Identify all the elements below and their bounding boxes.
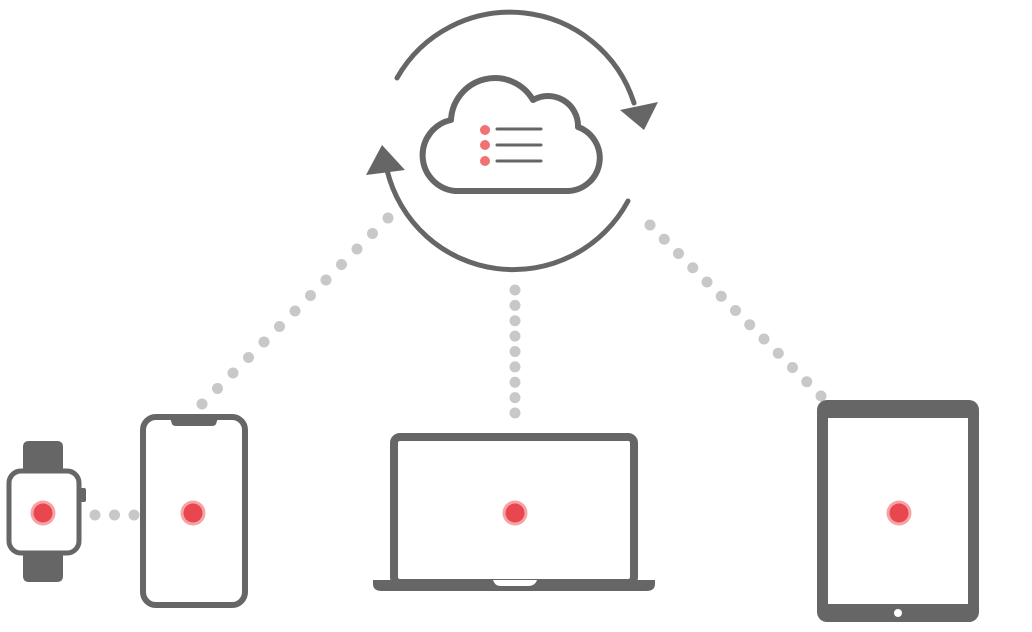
connector-dot-phone-cloud bbox=[382, 212, 394, 224]
connector-dot-tablet-cloud bbox=[815, 390, 827, 402]
connector-dot-laptop-cloud bbox=[509, 346, 521, 357]
connector-dot-tablet-cloud bbox=[772, 347, 784, 359]
connector-dot-tablet-cloud bbox=[744, 319, 756, 331]
connector-dot-phone-cloud bbox=[227, 367, 239, 379]
connector-dot-watch-phone bbox=[128, 509, 140, 521]
connectors bbox=[89, 212, 827, 521]
connector-dot-laptop-cloud bbox=[509, 330, 521, 342]
connector-dot-phone-cloud bbox=[289, 305, 301, 317]
connector-dot-phone-cloud bbox=[196, 398, 208, 410]
sync-arrow-top bbox=[394, 9, 637, 106]
connector-dot-tablet-cloud bbox=[701, 276, 713, 288]
connector-dot-tablet-cloud bbox=[730, 305, 741, 316]
connector-dot-laptop-cloud bbox=[509, 299, 521, 311]
connector-dot-tablet-cloud bbox=[644, 219, 656, 231]
connector-dot-phone-cloud bbox=[351, 243, 363, 255]
connector-dot-tablet-cloud bbox=[715, 290, 727, 302]
connector-dot-phone-cloud bbox=[243, 352, 254, 363]
cloud-icon bbox=[419, 75, 603, 194]
phone-status-indicator bbox=[180, 500, 206, 526]
connector-dot-phone-cloud bbox=[367, 228, 378, 239]
connector-dot-laptop-cloud bbox=[509, 376, 521, 388]
connector-dot-tablet-cloud bbox=[801, 376, 813, 388]
watch-status-indicator bbox=[30, 500, 56, 526]
connector-dot-laptop-cloud bbox=[509, 392, 521, 404]
connector-dot-laptop-cloud bbox=[509, 361, 521, 373]
laptop-status-indicator bbox=[502, 500, 528, 526]
connector-dot-phone-cloud bbox=[258, 336, 270, 348]
connector-dot-phone-cloud bbox=[212, 383, 223, 394]
connector-dot-laptop-cloud bbox=[509, 315, 521, 327]
cloud-list-icon bbox=[480, 125, 543, 166]
home-button-icon bbox=[894, 609, 902, 617]
arrowhead-right-icon bbox=[620, 102, 658, 130]
connector-dot-tablet-cloud bbox=[658, 233, 670, 245]
connector-dot-phone-cloud bbox=[274, 321, 285, 332]
indicators bbox=[30, 500, 912, 526]
connector-dot-phone-cloud bbox=[336, 259, 347, 270]
connector-dot-tablet-cloud bbox=[758, 333, 770, 345]
connector-dot-tablet-cloud bbox=[687, 262, 699, 274]
connector-dot-tablet-cloud bbox=[673, 248, 684, 259]
arrowhead-left-icon bbox=[366, 145, 405, 175]
connector-dot-laptop-cloud bbox=[509, 407, 521, 419]
connector-dot-watch-phone bbox=[89, 509, 101, 521]
sync-arrow-bottom bbox=[384, 167, 631, 273]
tablet-status-indicator bbox=[886, 500, 912, 526]
connector-dot-tablet-cloud bbox=[787, 362, 798, 373]
sync-arrows-icon bbox=[384, 9, 637, 273]
connector-dot-watch-phone bbox=[109, 509, 120, 521]
connector-dot-laptop-cloud bbox=[509, 284, 521, 296]
connector-dot-phone-cloud bbox=[305, 290, 316, 301]
connector-dot-phone-cloud bbox=[320, 274, 332, 286]
